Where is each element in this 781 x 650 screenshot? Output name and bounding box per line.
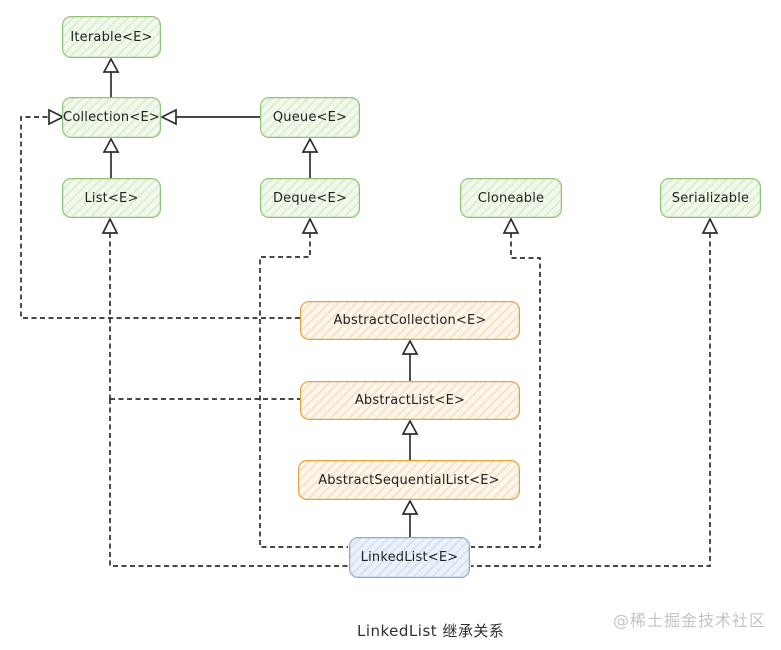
node-queue: Queue<E>: [260, 97, 360, 138]
edge-deque-extends-queue: [301, 137, 319, 178]
diagram-caption: LinkedList 继承关系: [357, 622, 505, 640]
node-abstract-collection: AbstractCollection<E>: [300, 301, 520, 340]
node-abstract-list: AbstractList<E>: [300, 381, 520, 420]
node-linked-list: LinkedList<E>: [349, 537, 470, 578]
watermark: @稀土掘金技术社区: [613, 611, 767, 630]
edge-linkedlist-extends-abstractsequentiallist: [401, 499, 419, 537]
edge-linkedlist-implements-list: [109, 399, 348, 567]
node-collection: Collection<E>: [62, 97, 161, 138]
node-iterable-label: Iterable<E>: [70, 29, 153, 45]
edge-abstractlist-extends-abstractcollection: [401, 339, 419, 381]
edge-linkedlist-implements-serializable: [471, 217, 719, 567]
node-list: List<E>: [62, 178, 161, 218]
node-deque-label: Deque<E>: [272, 190, 348, 206]
edge-linkedlist-implements-deque: [259, 217, 348, 548]
edge-abstractsequentiallist-extends-abstractlist: [401, 419, 419, 460]
node-abstract-sequential-list: AbstractSequentialList<E>: [298, 460, 520, 500]
node-iterable: Iterable<E>: [62, 16, 161, 58]
node-deque: Deque<E>: [260, 178, 360, 218]
node-linked-list-label: LinkedList<E>: [360, 550, 459, 565]
node-serializable: Serializable: [660, 178, 761, 218]
node-cloneable: Cloneable: [460, 178, 562, 218]
node-abstract-sequential-list-label: AbstractSequentialList<E>: [318, 472, 500, 488]
node-abstract-list-label: AbstractList<E>: [354, 393, 466, 408]
edge-collection-extends-iterable: [102, 57, 120, 97]
node-serializable-label: Serializable: [671, 190, 750, 206]
node-queue-label: Queue<E>: [272, 110, 348, 125]
edge-list-extends-collection: [102, 137, 120, 178]
edge-queue-extends-collection: [160, 108, 260, 126]
node-collection-label: Collection<E>: [63, 110, 160, 125]
edge-abstractcollection-implements-collection: [20, 108, 300, 319]
node-cloneable-label: Cloneable: [477, 190, 545, 206]
edge-linkedlist-implements-cloneable: [471, 217, 541, 548]
edge-abstractlist-implements-list: [101, 217, 300, 400]
node-abstract-collection-label: AbstractCollection<E>: [333, 313, 487, 328]
node-list-label: List<E>: [84, 190, 139, 206]
